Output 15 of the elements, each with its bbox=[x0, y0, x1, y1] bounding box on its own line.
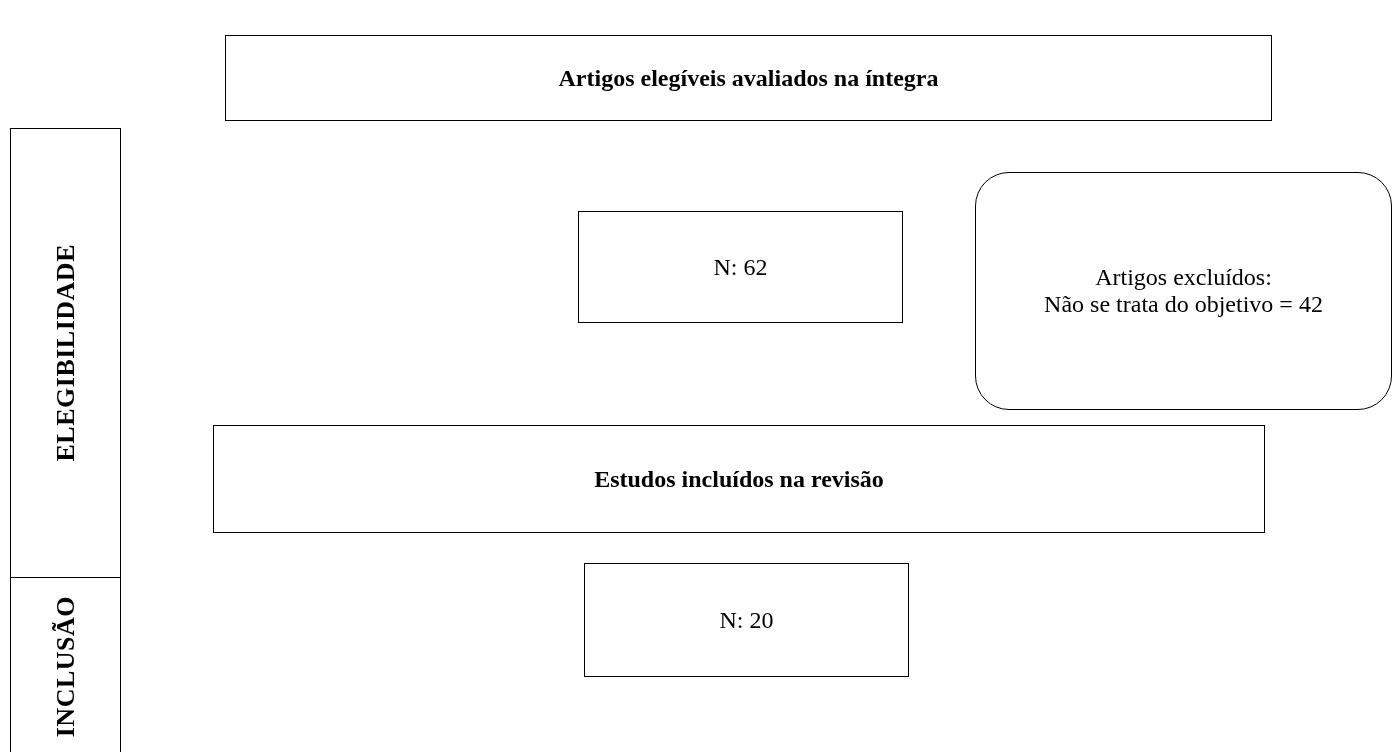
count-box bbox=[584, 563, 909, 677]
count-text: N: 62 bbox=[713, 253, 768, 281]
header-text: Artigos elegíveis avaliados na íntegra bbox=[558, 64, 939, 92]
stage-header-box bbox=[225, 35, 1272, 121]
stage-header-box bbox=[213, 425, 1265, 533]
stage-label: ELEGIBILIDADE bbox=[50, 244, 81, 462]
stage-label: INCLUSÃO bbox=[50, 596, 81, 738]
stage-band bbox=[10, 128, 121, 578]
note-text: Não se trata do objetivo = 42 bbox=[1044, 291, 1323, 318]
count-box bbox=[578, 211, 903, 323]
note-heading: Artigos excluídos: bbox=[1095, 264, 1272, 291]
count-text: N: 20 bbox=[719, 606, 774, 634]
header-text: Estudos incluídos na revisão bbox=[594, 465, 884, 493]
exclusion-note-box bbox=[975, 172, 1392, 410]
stage-band bbox=[10, 577, 121, 752]
